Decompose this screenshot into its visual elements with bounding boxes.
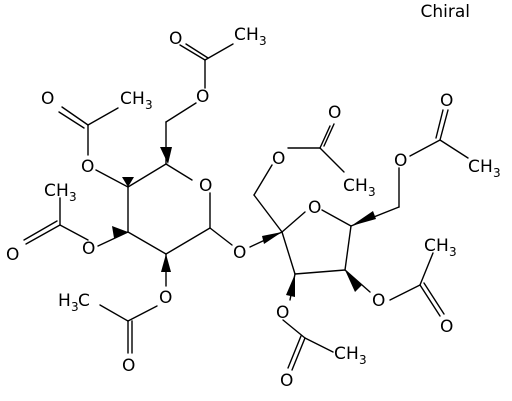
wedge-c2 — [161, 254, 171, 272]
ester-oxygen-c4: O — [81, 157, 94, 177]
svg-text:3: 3 — [71, 300, 79, 314]
methyl-c4prime: C H 3 — [424, 236, 457, 259]
wedge-c5prime — [351, 211, 376, 226]
svg-text:C: C — [424, 236, 436, 256]
svg-text:H: H — [346, 344, 359, 364]
glycosidic-oxygen: O — [233, 243, 246, 263]
svg-text:C: C — [468, 157, 480, 177]
ester-oxygen-c2: O — [159, 288, 172, 308]
svg-text:3: 3 — [493, 166, 501, 180]
svg-text:3: 3 — [145, 98, 153, 112]
wedge-c3 — [112, 226, 128, 238]
svg-text:3: 3 — [368, 185, 376, 199]
svg-text:C: C — [234, 25, 246, 45]
wedge-c4 — [122, 177, 134, 187]
svg-text:H: H — [436, 236, 449, 256]
methyl-c3: C H 3 — [44, 181, 77, 204]
carbonyl-oxygen-c1prime: O — [328, 103, 341, 123]
wedge-c4prime — [345, 270, 362, 292]
svg-text:C: C — [343, 176, 355, 196]
stereo-wedges — [112, 147, 376, 297]
wedge-c5 — [160, 147, 172, 164]
svg-text:C: C — [78, 291, 90, 311]
carbonyl-oxygen-c6prime: O — [440, 91, 453, 111]
methyl-c6: C H 3 — [234, 25, 267, 48]
svg-text:3: 3 — [69, 190, 77, 204]
svg-text:3: 3 — [359, 353, 367, 367]
carbonyl-oxygen-c3prime: O — [280, 371, 293, 391]
wedge-c3prime — [286, 274, 295, 297]
svg-text:H: H — [246, 25, 259, 45]
wedge-c2prime — [262, 232, 282, 244]
methyl-c3prime: C H 3 — [334, 344, 367, 367]
ester-oxygen-c3prime: O — [276, 303, 289, 323]
ester-oxygen-c3: O — [82, 239, 95, 259]
methyl-c1prime: C H 3 — [343, 176, 376, 199]
svg-text:C: C — [44, 181, 56, 201]
carbonyl-oxygen-c6: O — [169, 29, 182, 49]
ester-oxygen-c6prime: O — [394, 151, 407, 171]
svg-text:3: 3 — [449, 245, 457, 259]
ester-oxygen-c4prime: O — [372, 291, 385, 311]
carbonyl-oxygen-c4prime: O — [440, 317, 453, 337]
methyl-c4: C H 3 — [120, 89, 153, 112]
ester-oxygen-c1prime: O — [272, 149, 285, 169]
svg-text:H: H — [132, 89, 145, 109]
methyl-c2: H 3 C — [58, 291, 90, 314]
svg-text:H: H — [480, 157, 493, 177]
atom-labels: O O O O O C H 3 O O C H 3 O O — [6, 25, 501, 391]
svg-text:H: H — [355, 176, 368, 196]
svg-text:C: C — [120, 89, 132, 109]
svg-text:H: H — [58, 291, 71, 311]
svg-text:C: C — [334, 344, 346, 364]
carbonyl-oxygen-c2: O — [122, 356, 135, 376]
carbonyl-oxygen-c4: O — [41, 89, 54, 109]
bonds — [23, 43, 469, 371]
pyranose-ring-oxygen: O — [199, 176, 212, 196]
svg-text:H: H — [56, 181, 69, 201]
svg-text:3: 3 — [259, 34, 267, 48]
ester-oxygen-c6: O — [196, 87, 209, 107]
chiral-flag: Chiral — [420, 2, 471, 22]
carbonyl-oxygen-c3: O — [6, 245, 19, 265]
furanose-ring-oxygen: O — [308, 198, 321, 218]
methyl-c6prime: C H 3 — [468, 157, 501, 180]
